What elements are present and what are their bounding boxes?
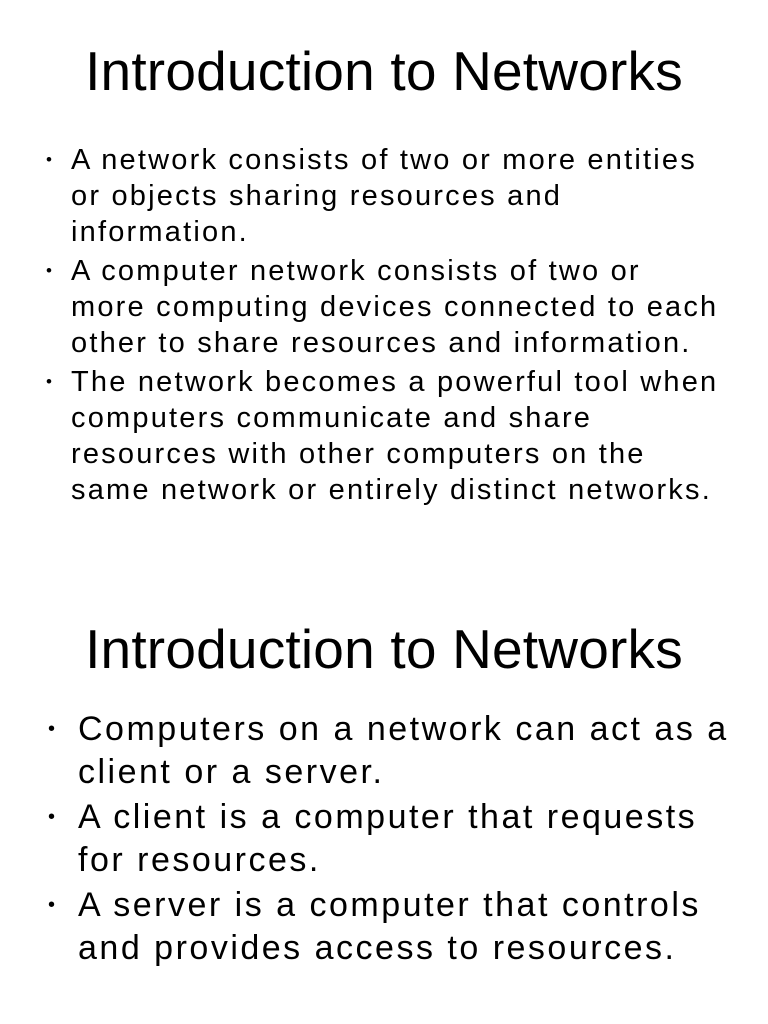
bullet-text: A server is a computer that controls and…: [78, 886, 701, 967]
bullet-text: A client is a computer that requests for…: [78, 798, 698, 879]
bullet-text: A network consists of two or more entiti…: [71, 144, 697, 248]
slide-1-title: Introduction to Networks: [85, 40, 683, 102]
bullet-text: The network becomes a powerful tool when…: [71, 366, 719, 506]
slide-1: Introduction to Networks • A network con…: [0, 40, 768, 508]
bullet-marker-icon: •: [46, 150, 52, 169]
bullet-text: Computers on a network can act as a clie…: [78, 710, 729, 791]
bullet-marker-icon: •: [46, 372, 52, 391]
bullet-marker-icon: •: [48, 806, 56, 828]
bullet-marker-icon: •: [46, 261, 52, 280]
slide-2-title: Introduction to Networks: [85, 618, 683, 680]
bullet-item: • The network becomes a powerful tool wh…: [46, 364, 734, 508]
bullet-text: A computer network consists of two or mo…: [71, 255, 719, 359]
bullet-item: • A network consists of two or more enti…: [46, 142, 734, 250]
slide-2-bullet-list: • Computers on a network can act as a cl…: [0, 708, 768, 970]
bullet-item: • A client is a computer that requests f…: [48, 796, 744, 882]
slide-2: Introduction to Networks • Computers on …: [0, 512, 768, 1024]
bullet-item: • A server is a computer that controls a…: [48, 884, 744, 970]
bullet-marker-icon: •: [48, 718, 56, 740]
bullet-marker-icon: •: [48, 894, 56, 916]
bullet-item: • Computers on a network can act as a cl…: [48, 708, 744, 794]
bullet-item: • A computer network consists of two or …: [46, 253, 734, 361]
slide-1-bullet-list: • A network consists of two or more enti…: [0, 142, 768, 508]
